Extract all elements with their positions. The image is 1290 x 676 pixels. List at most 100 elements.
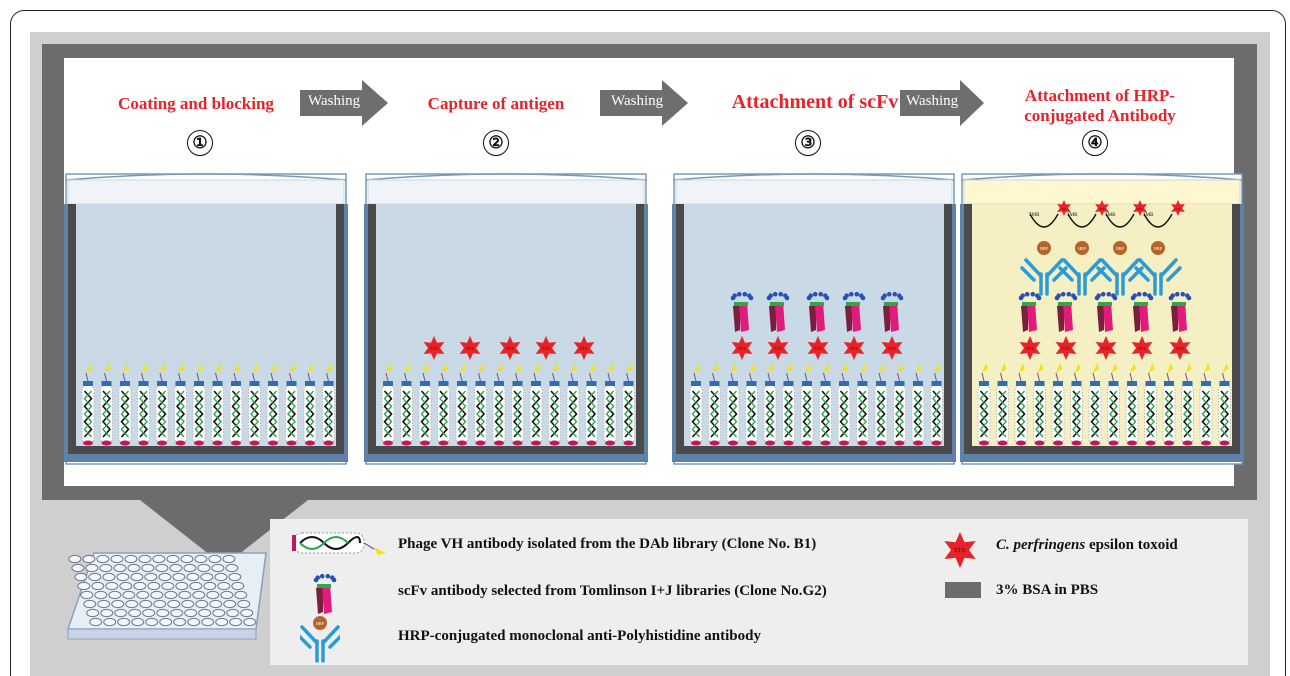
washing-label-3: Washing: [906, 93, 959, 109]
toxoid-label: ETX: [1176, 347, 1184, 351]
tmb-label: TMB: [1029, 213, 1041, 218]
phage-particle: [1070, 363, 1083, 446]
plate-well: [194, 554, 208, 564]
plate-well: [183, 563, 197, 573]
plate-well: [201, 617, 215, 627]
plate-well: [91, 581, 105, 591]
phage-particle: [303, 363, 317, 446]
washing-arrow-1: [300, 80, 388, 126]
well-step-1: [64, 173, 348, 465]
toxoid-label: ETX: [1138, 347, 1146, 351]
plate-well: [237, 599, 251, 609]
tmb-product: ETX: [1171, 200, 1185, 216]
scfv-antibody: [880, 291, 904, 332]
bsa-floor: [964, 446, 1240, 454]
toxoid-label: ETX: [774, 347, 782, 351]
legend-phage-icon: [292, 532, 386, 555]
toxoid-label: ETX: [814, 347, 822, 351]
scfv-antibody: [766, 291, 790, 332]
plate-well: [197, 563, 211, 573]
phage-particle: [1088, 363, 1102, 446]
phage-particle: [400, 363, 413, 446]
legend-scfv-text: scFv antibody selected from Tomlinson I+…: [398, 583, 827, 599]
toxoid-label: ETX: [1100, 208, 1105, 211]
phage-particle: [566, 363, 580, 446]
plate-well: [215, 617, 229, 627]
step-4-number: ④: [1082, 130, 1108, 156]
phage-particle: [763, 363, 777, 446]
washing-arrow-2: [600, 80, 688, 126]
plate-well: [141, 563, 155, 573]
washing-label-1: Washing: [308, 93, 361, 109]
phage-particle: [893, 363, 906, 446]
phage-particle: [137, 363, 150, 446]
plate-well: [133, 581, 147, 591]
washing-arrow-3: [900, 80, 984, 126]
phage-particle: [996, 363, 1009, 446]
step-3-number: ③: [795, 130, 821, 156]
plate-well: [220, 590, 234, 600]
toxoid-label: ETX: [430, 347, 438, 351]
phage-particle: [856, 363, 869, 446]
hrp-enzyme: HRP: [1113, 241, 1127, 255]
step-1-title: Coating and blocking: [118, 94, 274, 113]
tmb-curve: [1067, 213, 1097, 228]
toxoid-label: ETX: [1062, 208, 1067, 211]
phage-linker: [363, 542, 375, 550]
scfv-antibody: [1054, 291, 1078, 332]
phage-particle: [1107, 363, 1120, 446]
anti-his-antibody: [1134, 258, 1182, 296]
etx-toxoid: ETX: [499, 336, 521, 360]
plate-well: [110, 554, 124, 564]
phage-particle: [100, 363, 113, 446]
bsa-wall-right: [944, 204, 952, 454]
phage-particle: [248, 363, 261, 446]
anti-his-antibody: [1058, 258, 1106, 296]
tmb-product: ETX: [1133, 200, 1147, 216]
plate-well: [217, 581, 231, 591]
well-wall-bottom: [364, 454, 648, 462]
etx-toxoid: ETX: [843, 336, 865, 360]
etx-toxoid: ETX: [573, 336, 595, 360]
well-liquid: [368, 204, 644, 454]
tmb-label: TMB: [1143, 213, 1155, 218]
plate-well: [175, 581, 189, 591]
scfv-antibody: [1094, 291, 1118, 332]
plate-well: [178, 590, 192, 600]
phage-particle: [874, 363, 888, 446]
plate-side: [67, 628, 257, 640]
bsa-wall-right: [336, 204, 344, 454]
legend-hrp-antibody-text: HRP-conjugated monoclonal anti-Polyhisti…: [398, 628, 761, 644]
well-rim: [65, 173, 347, 181]
phage-particle: [1051, 363, 1065, 446]
well-wall-right: [344, 204, 348, 462]
well-cap: [675, 179, 953, 205]
legend-toxoid-icon: ETX: [944, 532, 976, 568]
bsa-floor: [68, 446, 344, 454]
phage-particle: [118, 363, 132, 446]
plate-well: [152, 554, 166, 564]
well-wall-left: [672, 204, 676, 462]
plate-well: [100, 608, 114, 618]
plate-well: [156, 608, 170, 618]
legend-star-shape: ETX: [944, 532, 976, 568]
legend-toxoid-species: C. perfringens: [996, 537, 1086, 553]
plate-well: [172, 572, 186, 582]
phage-particle: [418, 363, 432, 446]
legend-hrp-shape: HRP: [313, 616, 327, 630]
hrp-label: HRP: [1078, 246, 1087, 251]
scfv-antibody: [1018, 291, 1042, 332]
etx-toxoid: ETX: [459, 336, 481, 360]
hrp-enzyme: HRP: [1151, 241, 1165, 255]
phage-particle: [1014, 363, 1028, 446]
legend-scfv-shape: [313, 573, 337, 614]
bsa-wall-left: [68, 204, 76, 454]
tmb-curve: [1105, 213, 1135, 228]
plate-well: [85, 563, 99, 573]
phage-particle: [266, 363, 280, 446]
phage-particle: [726, 363, 740, 446]
plate-well: [88, 572, 102, 582]
toxoid-label: ETX: [1138, 208, 1143, 211]
